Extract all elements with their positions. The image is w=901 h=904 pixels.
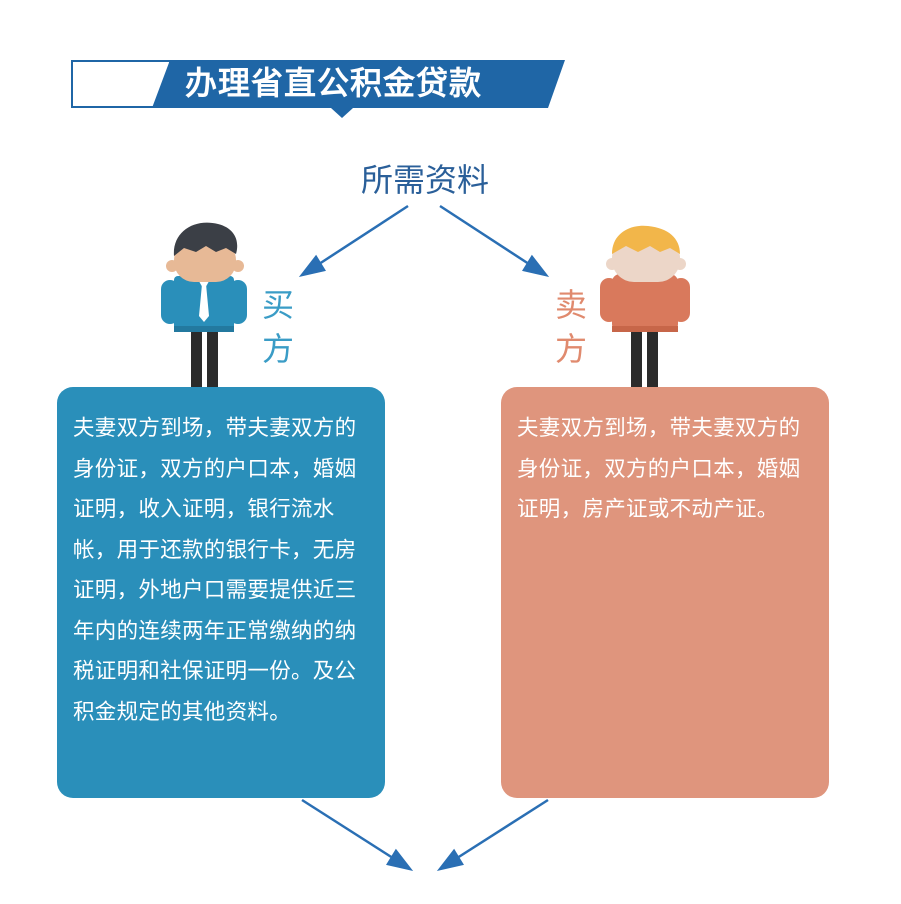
arrow-from-seller	[453, 798, 549, 862]
arrow-from-seller-head	[436, 848, 464, 871]
page-title: 办理省直公积金贷款	[185, 64, 483, 102]
seller-label: 卖 方	[551, 283, 591, 371]
seller-requirements-box: 夫妻双方到场，带夫妻双方的身份证，双方的户口本，婚姻证明，房产证或不动产证。	[501, 387, 829, 798]
arrow-from-buyer-head	[386, 848, 414, 871]
root-label: 所需资料	[360, 161, 489, 199]
arrow-to-buyer	[315, 204, 409, 268]
seller-label-line1: 卖	[554, 286, 587, 324]
arrow-to-buyer-head	[298, 254, 326, 277]
seller-label-line2: 方	[554, 330, 587, 368]
buyer-requirements-box: 夫妻双方到场，带夫妻双方的身份证，双方的户口本，婚姻证明，收入证明，银行流水帐，…	[57, 387, 385, 798]
arrow-from-buyer	[301, 798, 397, 862]
buyer-label-line1: 买	[261, 286, 294, 324]
header-banner: 办理省直公积金贷款	[0, 0, 901, 130]
seller-requirements-text: 夫妻双方到场，带夫妻双方的身份证，双方的户口本，婚姻证明，房产证或不动产证。	[517, 416, 801, 522]
buyer-avatar-icon	[161, 222, 247, 388]
buyer-requirements-text: 夫妻双方到场，带夫妻双方的身份证，双方的户口本，婚姻证明，收入证明，银行流水帐，…	[73, 416, 357, 725]
arrow-to-seller	[439, 204, 533, 268]
seller-avatar-icon	[600, 225, 690, 388]
buyer-label: 买 方	[258, 283, 298, 371]
banner-shape	[71, 60, 565, 118]
buyer-label-line2: 方	[261, 330, 294, 368]
arrow-to-seller-head	[522, 254, 550, 277]
